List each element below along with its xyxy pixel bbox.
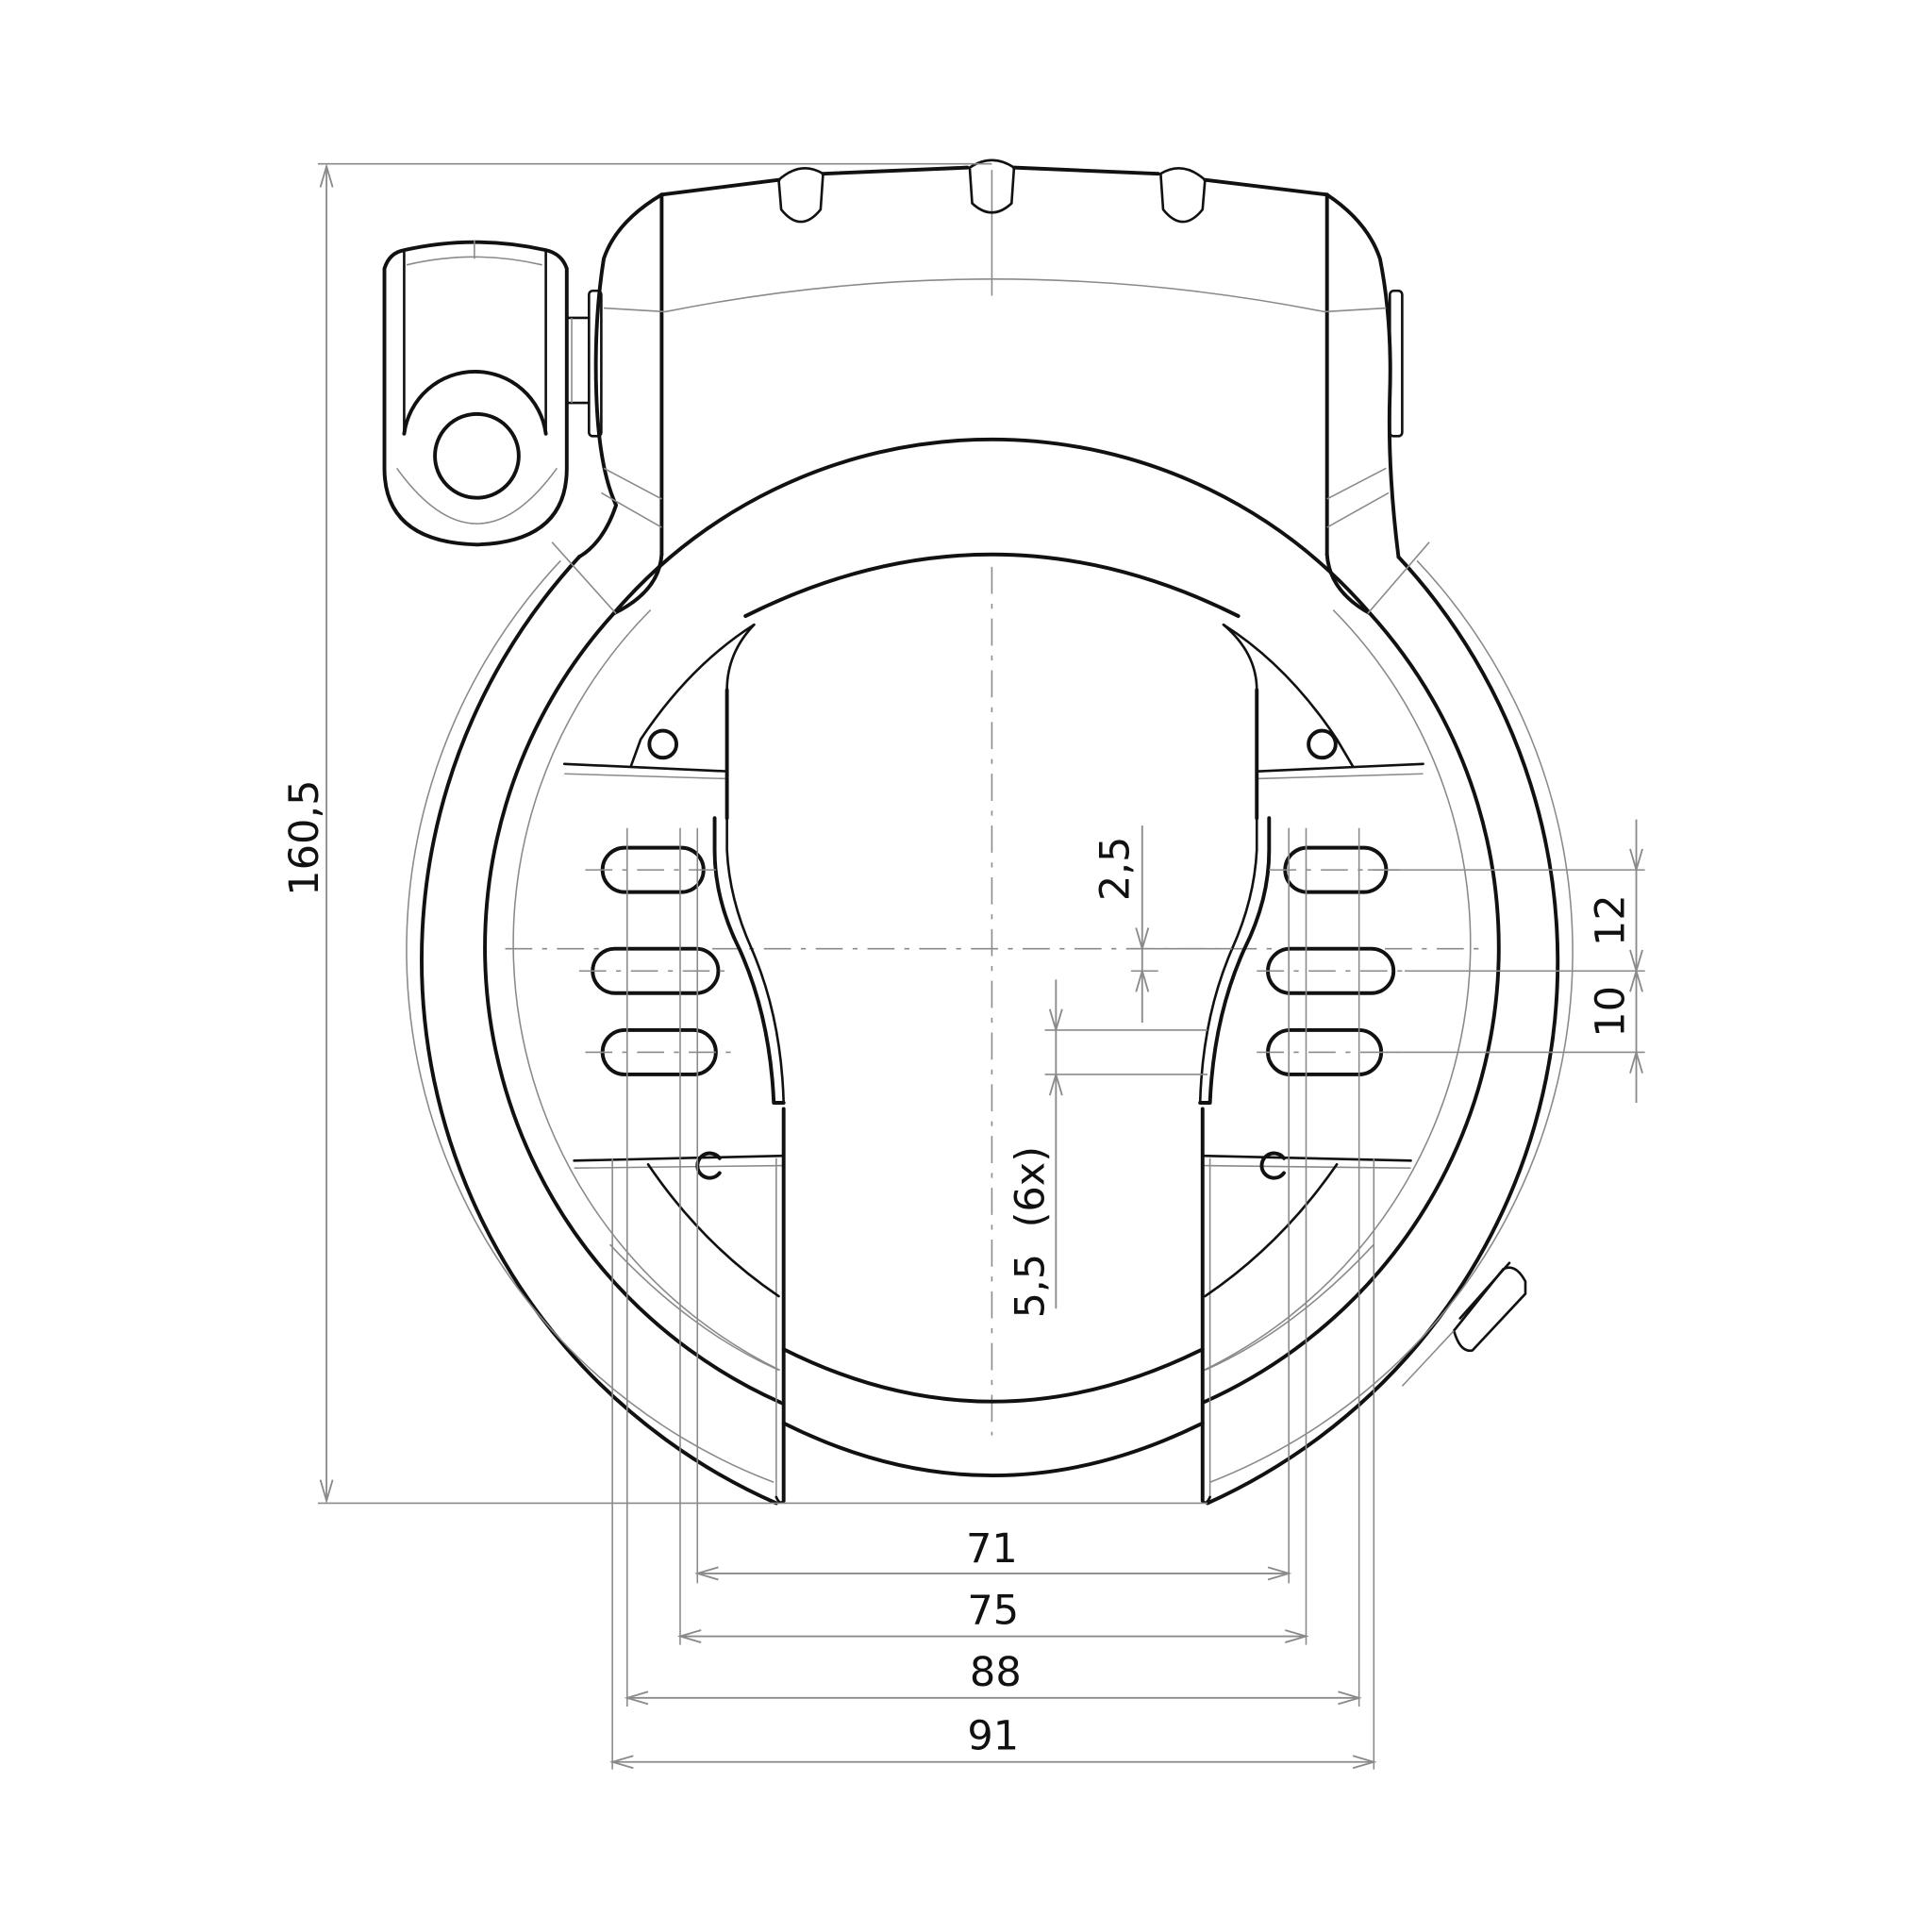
dim-label-91: 91 [967,1713,1019,1760]
dim-label-12: 12 [1587,894,1634,946]
latch-button [1401,1261,1527,1387]
dim-right-pitch: 12 10 [1587,819,1643,1103]
dim-5-5: 5,5 (6x) [1007,979,1063,1318]
shackle [562,552,1424,1505]
dim-width-88: 88 [624,1649,1362,1706]
dim-width-75: 75 [676,1587,1309,1643]
dim-label-88: 88 [970,1649,1022,1696]
dim-label-160-5: 160,5 [281,779,328,895]
key-cylinder [382,240,591,547]
extension-lines [317,162,1645,1770]
dim-overall-height: 160,5 [281,163,334,1505]
dim-label-5-5-6x: 5,5 (6x) [1007,1146,1054,1318]
mounting-slots [578,845,1411,1076]
dim-width-71: 71 [694,1525,1292,1581]
dim-label-75: 75 [967,1587,1019,1634]
dim-label-10: 10 [1587,986,1634,1038]
dim-label-2-5: 2,5 [1091,837,1139,902]
center-lines [505,170,1479,1436]
lock-housing [551,158,1430,616]
dim-2-5: 2,5 [1091,825,1150,1024]
dim-label-71: 71 [966,1525,1018,1573]
dim-width-91: 91 [608,1713,1377,1770]
